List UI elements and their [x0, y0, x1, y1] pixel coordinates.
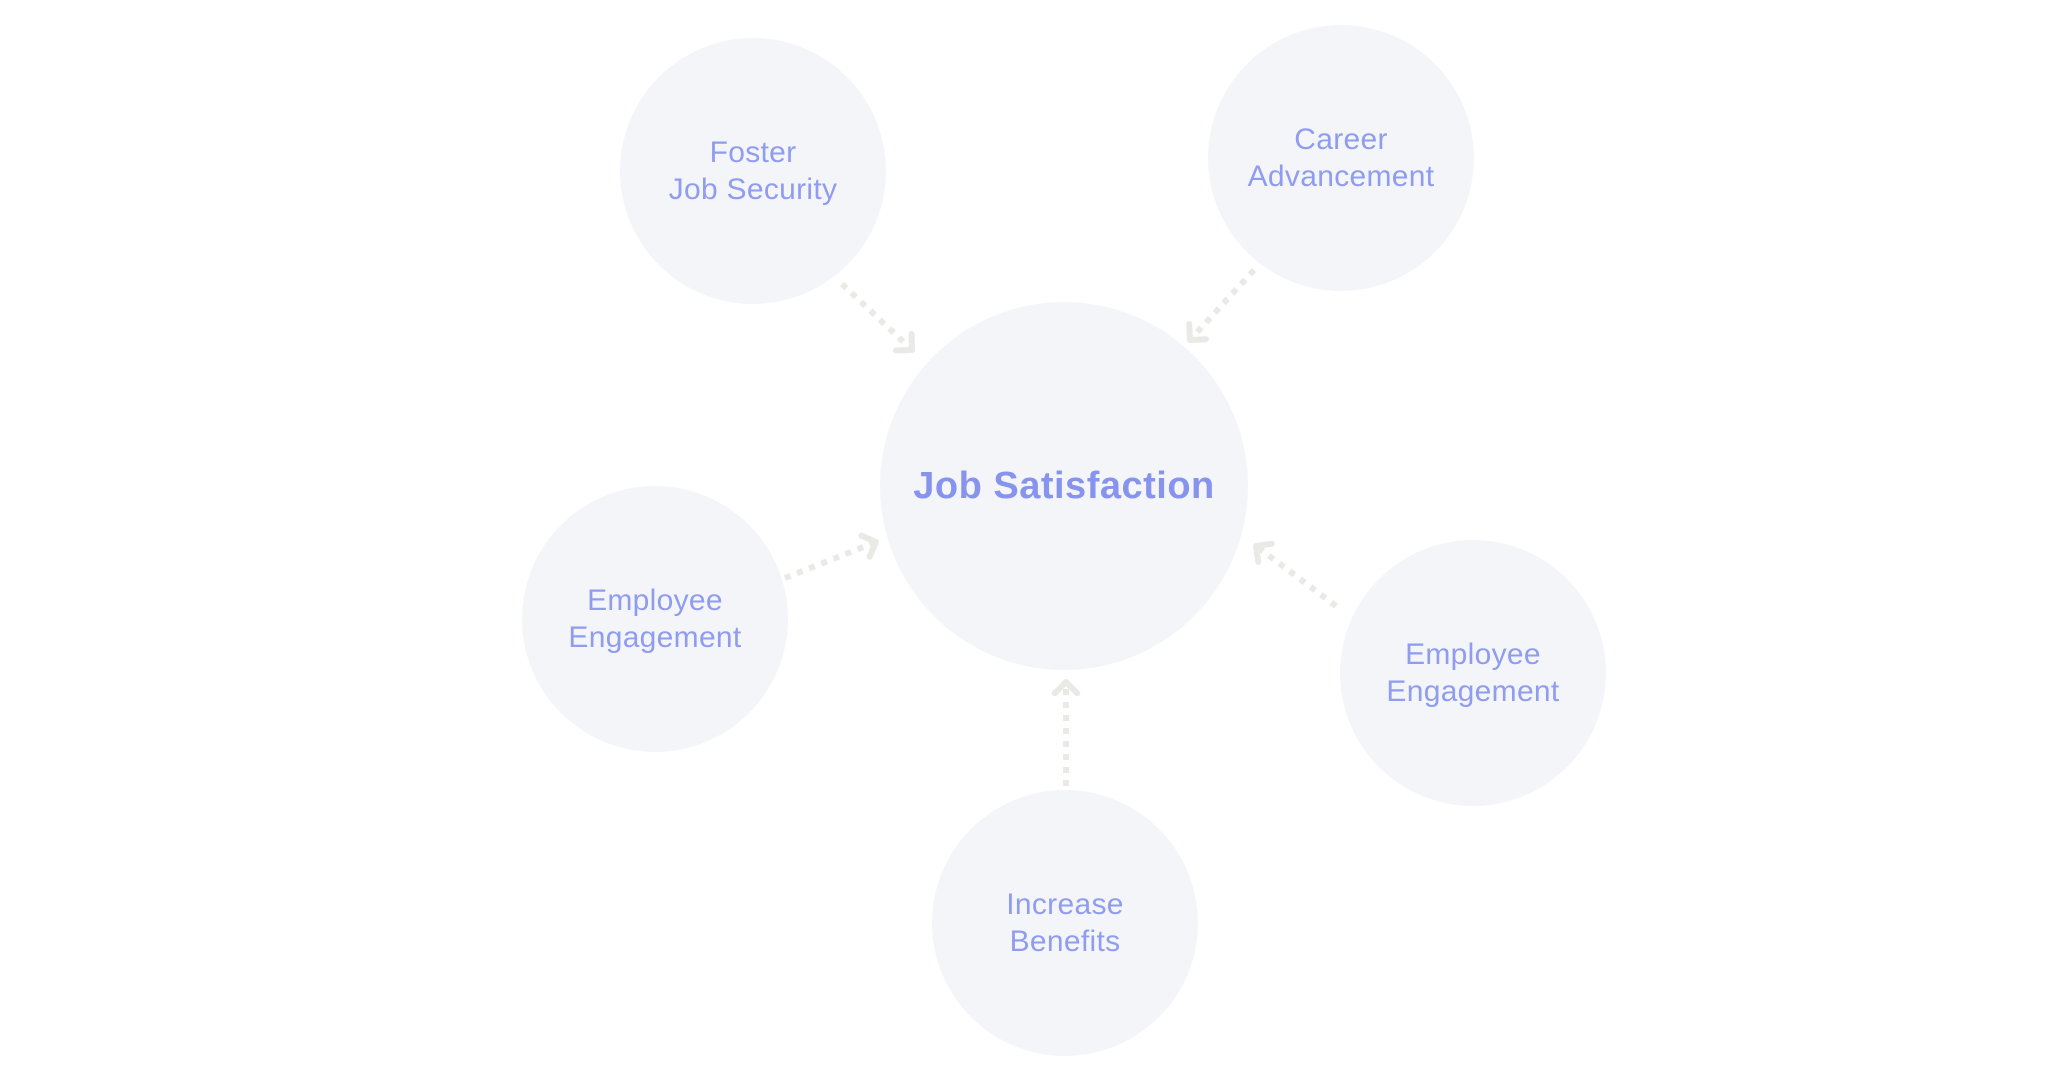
arrow-head	[893, 331, 915, 354]
node-label-line: Engagement	[1386, 675, 1560, 708]
node-career-advancement: Career Advancement	[1208, 25, 1474, 291]
arrow-left-to-hub	[783, 532, 879, 581]
node-label-line: Employee	[587, 584, 723, 617]
arrow-head	[1186, 321, 1209, 343]
arrow-benefits-to-hub	[1051, 679, 1081, 786]
node-label-line: Foster	[709, 136, 797, 169]
node-employee-engagement-left: Employee Engagement	[522, 486, 788, 752]
arrow-head	[858, 532, 879, 560]
node-label-line: Job Security	[668, 173, 838, 206]
node-label-line: Advancement	[1247, 160, 1435, 193]
node-label-line: Increase	[1006, 888, 1124, 921]
arrow-right-to-hub	[1253, 540, 1338, 609]
arrow-career-to-hub	[1186, 267, 1257, 343]
arrow-shaft	[1254, 543, 1338, 609]
node-label-line: Career	[1294, 123, 1388, 156]
arrow-foster-to-hub	[839, 281, 915, 354]
hub-label: Job Satisfaction	[913, 464, 1215, 507]
node-increase-benefits: Increase Benefits	[932, 790, 1198, 1056]
hub-circle: Job Satisfaction	[880, 302, 1248, 670]
arrow-shaft	[839, 281, 915, 353]
node-label-line: Benefits	[1009, 925, 1121, 958]
arrow-shaft	[1187, 267, 1257, 343]
arrow-head	[1253, 540, 1275, 565]
node-label-line: Employee	[1405, 638, 1541, 671]
node-label-line: Engagement	[568, 621, 742, 654]
arrow-head	[1051, 679, 1081, 697]
node-foster-job-security: Foster Job Security	[620, 38, 886, 304]
arrow-shaft	[783, 539, 878, 581]
node-employee-engagement-right: Employee Engagement	[1340, 540, 1606, 806]
